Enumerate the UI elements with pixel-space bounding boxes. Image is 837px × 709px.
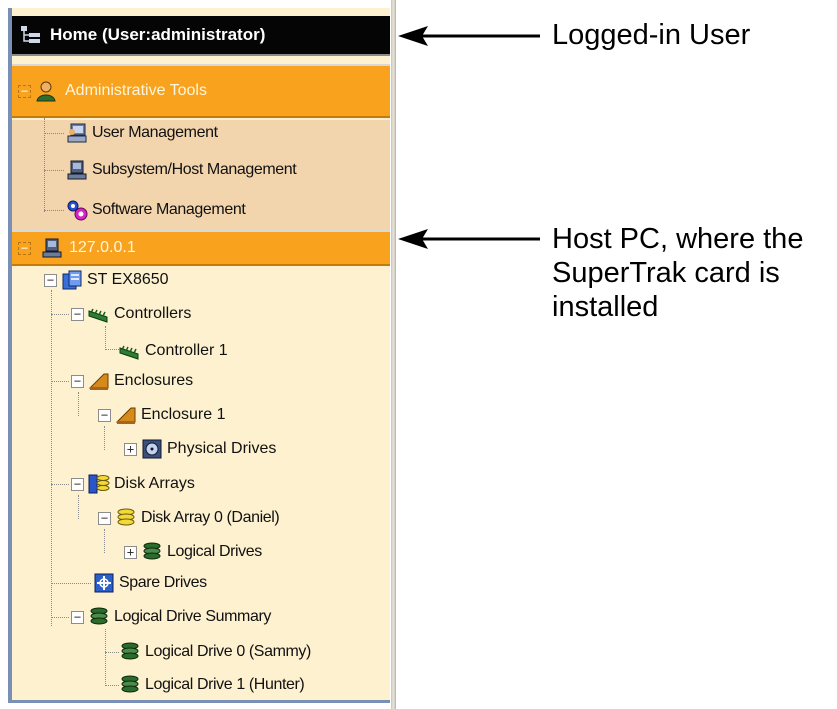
host-pc-bar[interactable]: − 127.0.0.1 — [12, 230, 390, 266]
home-user-bar[interactable]: Home (User:administrator) — [12, 16, 390, 56]
software-management-label: Software Management — [92, 201, 246, 218]
logical-drive-0-label: Logical Drive 0 (Sammy) — [145, 643, 311, 660]
tree-item-controller-1[interactable]: Controller 1 — [119, 338, 228, 364]
controller-card-icon — [88, 303, 110, 325]
disk-array-tree-line — [104, 529, 105, 553]
tree-item-disk-arrays[interactable]: − Disk Arrays — [71, 471, 195, 497]
subsystem-host-management-label: Subsystem/Host Management — [92, 161, 297, 178]
controller-card-icon — [119, 340, 141, 362]
disk-array-0-collapse-toggle[interactable]: − — [98, 511, 111, 525]
tree-branch — [51, 484, 69, 485]
controllers-label: Controllers — [114, 305, 192, 322]
controllers-tree-line — [105, 326, 106, 350]
spare-drive-icon — [93, 572, 115, 594]
disk-stack-icon — [115, 507, 137, 529]
panel-border — [391, 0, 396, 709]
logical-drive-icon — [141, 541, 163, 563]
admin-tree-branch — [44, 133, 64, 134]
subsystem-tree-line — [51, 290, 52, 626]
admin-tools-collapse-toggle[interactable]: − — [18, 84, 31, 98]
logical-drive-icon — [88, 606, 110, 628]
subsystem-icon — [61, 269, 83, 291]
logged-in-user-arrow-icon — [398, 26, 540, 46]
tree-branch — [105, 652, 119, 653]
host-collapse-toggle[interactable]: − — [18, 241, 31, 255]
administrative-tools-label: Administrative Tools — [65, 82, 207, 99]
tree-item-logical-drives[interactable]: + Logical Drives — [124, 539, 262, 565]
physical-drives-label: Physical Drives — [167, 440, 277, 457]
host-address-label: 127.0.0.1 — [69, 239, 136, 256]
user-management-label: User Management — [92, 124, 218, 141]
logical-drives-expand-toggle[interactable]: + — [124, 545, 137, 559]
logical-drive-icon — [119, 641, 141, 663]
spare-drives-label: Spare Drives — [119, 574, 207, 591]
logical-drive-icon — [119, 674, 141, 696]
logical-drive-summary-label: Logical Drive Summary — [114, 608, 271, 625]
tree-item-logical-drive-0[interactable]: Logical Drive 0 (Sammy) — [119, 639, 311, 665]
subsystem-collapse-toggle[interactable]: − — [44, 273, 57, 287]
enclosures-collapse-toggle[interactable]: − — [71, 374, 84, 388]
logical-drive-1-label: Logical Drive 1 (Hunter) — [145, 676, 305, 693]
disk-arrays-label: Disk Arrays — [114, 475, 195, 492]
admin-tree-branch — [44, 210, 64, 211]
tree-item-subsystem[interactable]: − ST EX8650 — [44, 267, 169, 293]
disk-array-icon — [88, 473, 110, 495]
logical-summary-collapse-toggle[interactable]: − — [71, 610, 84, 624]
tree-item-enclosure-1[interactable]: − Enclosure 1 — [98, 402, 226, 428]
disk-arrays-collapse-toggle[interactable]: − — [71, 477, 84, 491]
enclosure-1-collapse-toggle[interactable]: − — [98, 408, 111, 422]
enclosure-icon — [115, 404, 137, 426]
subsystem-host-management-item[interactable]: Subsystem/Host Management — [66, 157, 297, 183]
admin-tree-line — [44, 118, 45, 212]
tree-branch — [51, 314, 69, 315]
tree-branch — [105, 685, 119, 686]
home-label: Home (User:administrator) — [50, 25, 266, 44]
tree-item-spare-drives[interactable]: Spare Drives — [93, 570, 207, 596]
enclosure-1-label: Enclosure 1 — [141, 406, 226, 423]
host-pc-annotation-line-3: installed — [552, 291, 659, 323]
user-management-icon — [66, 122, 88, 144]
enclosures-label: Enclosures — [114, 372, 194, 389]
disk-arrays-tree-line — [78, 495, 79, 519]
host-pc-arrow-icon — [398, 229, 540, 249]
enclosure-icon — [88, 370, 110, 392]
controller-1-label: Controller 1 — [145, 342, 228, 359]
physical-drive-icon — [141, 438, 163, 460]
subsystem-label: ST EX8650 — [87, 271, 169, 288]
tree-branch — [51, 583, 91, 584]
controllers-collapse-toggle[interactable]: − — [71, 307, 84, 321]
software-icon — [66, 199, 88, 221]
host-pc-annotation-line-2: SuperTrak card is — [552, 257, 780, 289]
host-pc-annotation-line-1: Host PC, where the — [552, 223, 804, 255]
tree-item-controllers[interactable]: − Controllers — [71, 301, 191, 327]
enclosure-tree-line — [104, 426, 105, 450]
administrative-tools-bar[interactable]: − Administrative Tools — [12, 64, 390, 118]
host-pc-icon — [41, 237, 63, 259]
disk-array-0-label: Disk Array 0 (Daniel) — [141, 509, 280, 526]
tree-branch — [105, 349, 119, 350]
tree-panel: Home (User:administrator) − Administrati… — [8, 8, 390, 703]
tree-item-physical-drives[interactable]: + Physical Drives — [124, 436, 276, 462]
tree-item-enclosures[interactable]: − Enclosures — [71, 368, 193, 394]
tree-item-logical-drive-1[interactable]: Logical Drive 1 (Hunter) — [119, 672, 305, 698]
logged-in-user-annotation: Logged-in User — [552, 19, 751, 51]
logical-drives-label: Logical Drives — [167, 543, 262, 560]
tree-branch — [51, 381, 69, 382]
tree-item-logical-drive-summary[interactable]: − Logical Drive Summary — [71, 604, 271, 630]
software-management-item[interactable]: Software Management — [66, 197, 246, 223]
administrator-person-icon — [35, 80, 57, 102]
host-icon — [66, 159, 88, 181]
host-pc-annotation: Host PC, where the SuperTrak card is ins… — [552, 222, 803, 324]
home-tree-icon — [20, 24, 42, 46]
logical-summary-tree-line — [105, 629, 106, 686]
tree-item-disk-array-0[interactable]: − Disk Array 0 (Daniel) — [98, 505, 280, 531]
physical-drives-expand-toggle[interactable]: + — [124, 442, 137, 456]
enclosures-tree-line — [78, 392, 79, 416]
tree-branch — [51, 617, 69, 618]
user-management-item[interactable]: User Management — [66, 120, 218, 146]
admin-tree-branch — [44, 170, 64, 171]
